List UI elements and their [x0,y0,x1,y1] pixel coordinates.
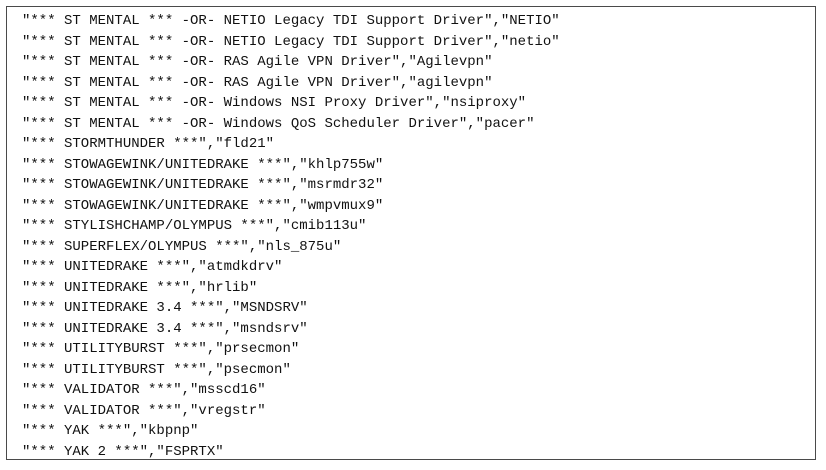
code-line: "*** YAK 2 ***","FSPRTX" [22,443,224,460]
code-line: "*** STORMTHUNDER ***","fld21" [22,136,275,152]
code-line: "*** UNITEDRAKE ***","atmdkdrv" [22,259,283,275]
code-line: "*** UNITEDRAKE 3.4 ***","msndsrv" [22,320,308,337]
code-line: "*** UTILITYBURST ***","psecmon" [22,361,291,378]
code-line: "*** UNITEDRAKE ***","hrlib" [22,279,258,296]
code-line: "*** ST MENTAL *** -OR- Windows QoS Sche… [22,115,535,132]
code-line: "*** UTILITYBURST ***","prsecmon" [22,341,300,357]
code-line: "*** STOWAGEWINK/UNITEDRAKE ***","wmpvmu… [22,197,384,214]
code-line: "*** ST MENTAL *** -OR- RAS Agile VPN Dr… [22,54,493,70]
code-line: "*** ST MENTAL *** -OR- RAS Agile VPN Dr… [22,74,493,91]
code-line: "*** ST MENTAL *** -OR- Windows NSI Prox… [22,95,527,111]
code-listing: "*** ST MENTAL *** -OR- NETIO Legacy TDI… [6,6,816,460]
code-line: "*** VALIDATOR ***","msscd16" [22,382,266,398]
code-line: "*** ST MENTAL *** -OR- NETIO Legacy TDI… [22,33,560,50]
code-line: "*** YAK ***","kbpnp" [22,423,199,439]
code-line: "*** ST MENTAL *** -OR- NETIO Legacy TDI… [22,13,560,29]
code-line: "*** STYLISHCHAMP/OLYMPUS ***","cmib113u… [22,218,367,234]
code-line: "*** STOWAGEWINK/UNITEDRAKE ***","msrmdr… [22,177,384,193]
code-line: "*** SUPERFLEX/OLYMPUS ***","nls_875u" [22,238,342,255]
code-line: "*** UNITEDRAKE 3.4 ***","MSNDSRV" [22,300,308,316]
code-line: "*** VALIDATOR ***","vregstr" [22,402,266,419]
code-line: "*** STOWAGEWINK/UNITEDRAKE ***","khlp75… [22,156,384,173]
